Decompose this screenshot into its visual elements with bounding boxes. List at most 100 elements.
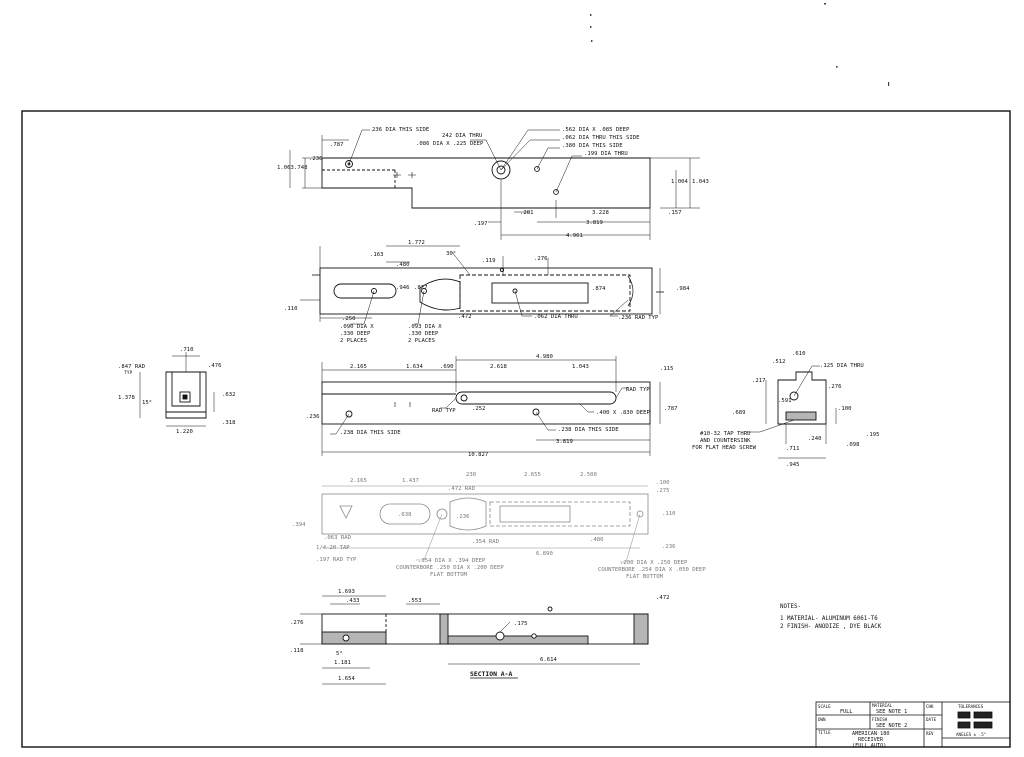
dimension-text: 2.618 [490, 364, 507, 370]
angles-label: ANGLES ± .5° [956, 732, 986, 737]
callout-text: FOR FLAT HEAD SCREW [692, 445, 757, 451]
dimension-text: .236 [306, 414, 319, 420]
date-label: DATE [926, 717, 937, 722]
dimension-text: 2.500 [580, 472, 597, 478]
dimension-text: .476 [208, 363, 221, 369]
dimension-text: .250 [342, 316, 355, 322]
callout-text: .238 DIA THIS SIDE [340, 430, 401, 436]
dimension-text: .610 [792, 351, 805, 357]
checked-label: CHK [926, 704, 934, 709]
callout-text: .093 DIA X [408, 324, 442, 330]
dimension-text: 4.961 [566, 233, 583, 239]
dimension-text: .984 [676, 286, 690, 292]
dimension-text: .163 [370, 252, 383, 258]
dimension-text: .195 [866, 432, 879, 438]
title-line: (FULL AUTO) [852, 743, 886, 749]
title-line: RECEIVER [858, 737, 884, 743]
dimension-text: TYP [124, 370, 133, 376]
side-view [321, 356, 661, 456]
dimension-text: 1.634 [406, 364, 423, 370]
title-label: TITLE [818, 730, 831, 735]
dimension-text: .110 [284, 306, 297, 312]
angle-text: 15° [142, 400, 152, 406]
callout-text: .200 DIA X .250 DEEP [620, 560, 688, 566]
dimension-text: .591 [778, 398, 791, 404]
callout-text: .197 RAD TYP [316, 557, 357, 563]
dimension-text: .276 [534, 256, 547, 262]
dimension-text: .236 [456, 514, 469, 520]
dimension-text: 3.819 [556, 439, 573, 445]
dimension-text: .175 [514, 621, 527, 627]
note-line: 1 MATERIAL- ALUMINUM 6061-T6 [780, 616, 878, 622]
angle-text: 5° [336, 651, 343, 657]
dimension-text: 1.220 [176, 429, 193, 435]
dimension-text: 10.827 [468, 452, 488, 458]
callout-text: .354 RAD [472, 539, 500, 545]
angle-text: 30° [446, 251, 456, 257]
dimension-text: 2.165 [350, 364, 367, 370]
callout-text: .199 DIA THRU [584, 151, 628, 157]
dimension-text: .119 [482, 258, 495, 264]
plan-view [300, 245, 661, 325]
callout-text: .090 DIA X [340, 324, 374, 330]
dimension-text: .318 [222, 420, 236, 426]
callout-text: .125 DIA THRU [820, 363, 864, 369]
dimension-text: .236 [662, 544, 675, 550]
dimension-text: .553 [408, 598, 421, 604]
material-label: MATERIAL [872, 703, 893, 708]
callout-text: .354 DIA X .394 DEEP [418, 558, 486, 564]
finish-label: FINISH [872, 717, 888, 722]
title-line: AMERICAN 180 [852, 731, 889, 737]
dimension-text: .480 [396, 262, 409, 268]
dimension-text: .275 [656, 488, 669, 494]
dimension-text: .118 [290, 648, 304, 654]
dimension-text: 1.004 [671, 179, 688, 185]
scan-specks [590, 3, 890, 86]
dimension-text: 1.654 [338, 676, 355, 682]
callout-text: COUNTERBORE .250 DIA X .200 DEEP [396, 565, 504, 571]
side-view-labels: RAD TYP RAD TYP .238 DIA THIS SIDE .238 … [306, 354, 677, 458]
dimension-text: .847 RAD [118, 364, 146, 370]
dimension-text: 1.437 [402, 478, 419, 484]
section-view [300, 595, 649, 685]
dimension-text: 1.693 [338, 589, 355, 595]
dimension-text: .945 [786, 462, 799, 468]
dimension-text: 1.181 [334, 660, 351, 666]
section-view-labels: SECTION A-A 1.693 .433 .553 .472 .276 .1… [290, 589, 669, 682]
tolerances-label: TOLERANCES [958, 704, 984, 709]
note-line: 2 FINISH- ANODIZE , DYE BLACK [780, 624, 882, 630]
dimension-text: .710 [180, 347, 193, 353]
dimension-text: .946 [396, 285, 409, 291]
dimension-text: .689 [732, 410, 745, 416]
revision-label: REV [926, 731, 934, 736]
callout-text: FLAT BOTTOM [626, 574, 664, 580]
dimension-text: .098 [846, 442, 860, 448]
dimension-text: .100 [838, 406, 851, 412]
callout-text: .380 DIA THIS SIDE [562, 143, 623, 149]
dimension-text: .632 [222, 392, 235, 398]
dimension-text: .480 [590, 537, 603, 543]
title-block-text: SCALE FULL MATERIAL SEE NOTE 1 DWN FINIS… [818, 703, 986, 749]
callout-text: 236 DIA THIS SIDE [372, 127, 430, 133]
end-view-left-labels: .847 RAD TYP .710 .476 1.378 15° .632 .3… [118, 347, 236, 435]
dimension-text: 2.165 [350, 478, 367, 484]
dimension-text: .874 [592, 286, 606, 292]
plan-view-labels: 30° .090 DIA X .330 DEEP 2 PLACES .093 D… [284, 240, 690, 344]
callout-text: .062 DIA THRU [534, 314, 578, 320]
callout-text: #10-32 TAP THRU [700, 431, 751, 437]
dimension-text: 1.063 [277, 165, 294, 171]
notes-block: NOTES- 1 MATERIAL- ALUMINUM 6061-T6 2 FI… [780, 604, 882, 630]
dimension-text: .252 [472, 406, 485, 412]
dimension-text: .110 [662, 511, 675, 517]
dimension-text: .240 [808, 436, 821, 442]
callout-text: 1/4-20 TAP [316, 545, 350, 551]
dimension-text: 1.772 [408, 240, 425, 246]
dimension-text: .787 [664, 406, 677, 412]
callout-text: .236 RAD TYP [618, 315, 659, 321]
callout-text: .472 RAD [448, 486, 476, 492]
top-view-labels: 236 DIA THIS SIDE 242 DIA THRU .086 DIA … [277, 127, 709, 239]
dimension-text: .197 [474, 221, 487, 227]
callout-text: AND COUNTERSINK [700, 438, 751, 444]
callout-text: 242 DIA THRU [442, 133, 482, 139]
